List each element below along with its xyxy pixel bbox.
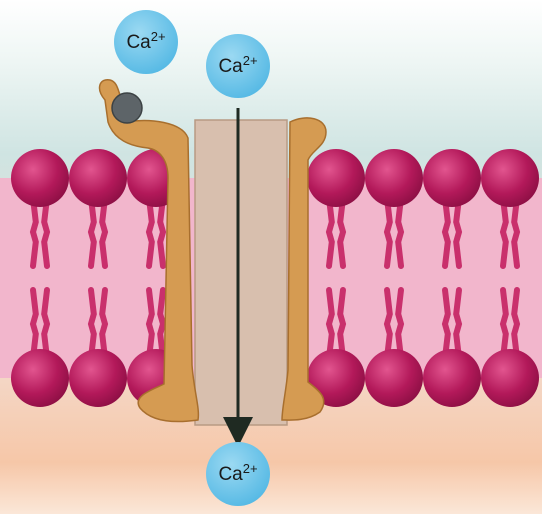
phospholipid-head <box>365 349 423 407</box>
ion-2-symbol: Ca <box>218 56 243 77</box>
calcium-ion-2: Ca2+ <box>206 34 270 98</box>
calcium-ion-1: Ca2+ <box>114 10 178 74</box>
calcium-ion-3: Ca2+ <box>206 442 270 506</box>
channel-pore <box>195 120 287 425</box>
phospholipid-head <box>69 149 127 207</box>
ion-2-charge: 2+ <box>243 53 258 68</box>
ion-3-symbol: Ca <box>218 464 243 485</box>
ion-3-charge: 2+ <box>243 461 258 476</box>
phospholipid-head <box>423 349 481 407</box>
phospholipid-head <box>11 149 69 207</box>
phospholipid-head <box>481 349 539 407</box>
ion-1-symbol: Ca <box>126 32 151 53</box>
phospholipid-head <box>423 149 481 207</box>
phospholipid-head <box>365 149 423 207</box>
phospholipid-head <box>307 149 365 207</box>
ion-1-charge: 2+ <box>151 29 166 44</box>
ligand-molecule <box>112 93 142 123</box>
phospholipid-head <box>481 149 539 207</box>
phospholipid-head <box>69 349 127 407</box>
phospholipid-head <box>11 349 69 407</box>
